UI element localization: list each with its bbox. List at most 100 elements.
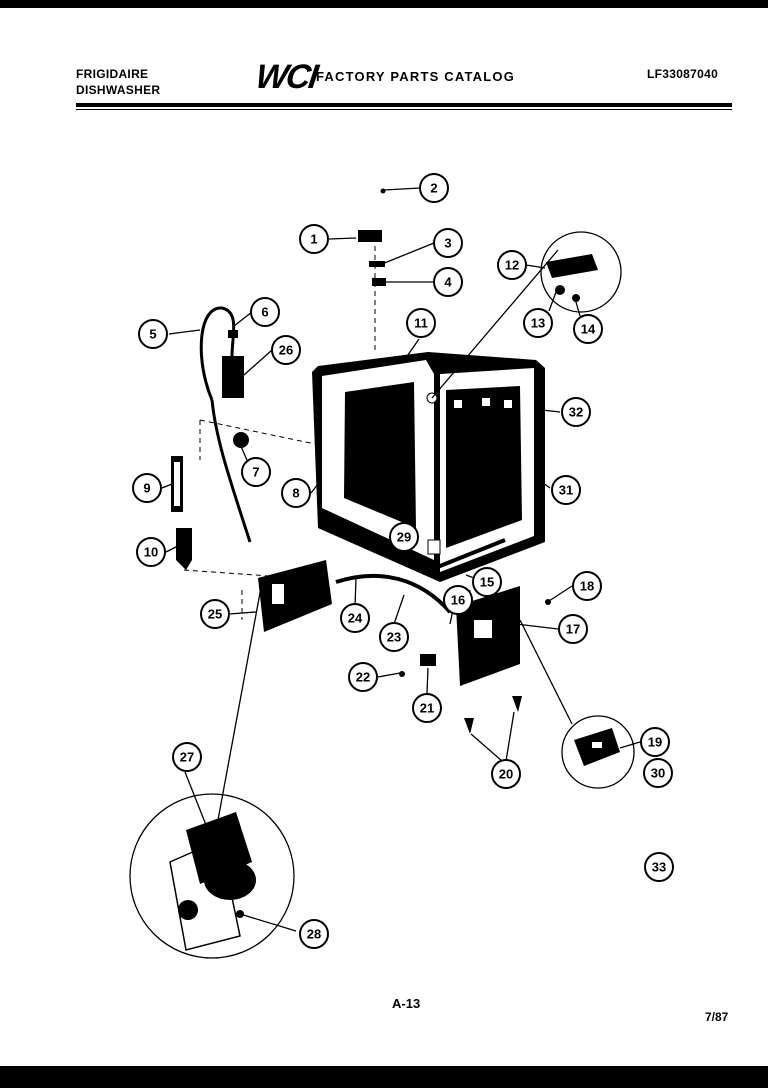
callout-number: 19 [648, 735, 662, 750]
callout-circle [561, 397, 591, 427]
callout-circle [340, 603, 370, 633]
callout-31: 31 [551, 475, 581, 505]
callout-circle [138, 319, 168, 349]
callout-number: 31 [559, 483, 573, 498]
callout-circle [433, 267, 463, 297]
callout-20: 20 [491, 759, 521, 789]
callout-number: 28 [307, 927, 321, 942]
callout-18: 18 [572, 571, 602, 601]
callout-circle [299, 224, 329, 254]
callout-15: 15 [472, 567, 502, 597]
callout-1: 1 [299, 224, 329, 254]
callout-10: 10 [136, 537, 166, 567]
page-number: A-13 [392, 996, 421, 1011]
callout-circle [497, 250, 527, 280]
tub-assembly [312, 352, 545, 582]
callout-number: 27 [180, 750, 194, 765]
callout-circle [558, 614, 588, 644]
top-border [0, 0, 768, 8]
callout-number: 14 [581, 322, 596, 337]
bottom-border [0, 1066, 768, 1088]
callout-7: 7 [241, 457, 271, 487]
callout-number: 23 [387, 630, 401, 645]
inlet-hose-assembly [171, 306, 252, 570]
callout-30: 30 [643, 758, 673, 788]
callout-21: 21 [412, 693, 442, 723]
callout-14: 14 [573, 314, 603, 344]
callout-number: 9 [143, 481, 150, 496]
callout-12: 12 [497, 250, 527, 280]
callout-number: 21 [420, 701, 434, 716]
callout-circle [250, 297, 280, 327]
callout-circle [172, 742, 202, 772]
callout-circle [241, 457, 271, 487]
callout-circle [132, 473, 162, 503]
callout-circle [299, 919, 329, 949]
callout-number: 18 [580, 579, 594, 594]
callout-4: 4 [433, 267, 463, 297]
callout-number: 29 [397, 530, 411, 545]
callout-16: 16 [443, 585, 473, 615]
callout-circle [551, 475, 581, 505]
callout-27: 27 [172, 742, 202, 772]
catalog-date: 7/87 [705, 1010, 729, 1024]
callout-number: 11 [414, 316, 428, 331]
callout-number: 17 [566, 622, 580, 637]
callout-11: 11 [406, 308, 436, 338]
callout-circle [573, 314, 603, 344]
callout-number: 26 [279, 343, 293, 358]
callout-6: 6 [250, 297, 280, 327]
brand-name: FRIGIDAIRE [76, 67, 149, 81]
callout-3: 3 [433, 228, 463, 258]
callout-number: 3 [444, 236, 451, 251]
callout-circle [281, 478, 311, 508]
detail-bracket-12-14 [431, 231, 622, 399]
callout-13: 13 [523, 308, 553, 338]
callout-number: 7 [252, 465, 259, 480]
callout-number: 30 [651, 766, 665, 781]
callout-number: 12 [505, 258, 519, 273]
callout-circle [443, 585, 473, 615]
callout-9: 9 [132, 473, 162, 503]
brand-block: FRIGIDAIRE DISHWASHER [76, 66, 160, 98]
header-rule-thick [76, 103, 732, 107]
callout-33: 33 [644, 852, 674, 882]
front-panels [258, 560, 551, 734]
callout-circle [379, 622, 409, 652]
callout-24: 24 [340, 603, 370, 633]
callout-circle [412, 693, 442, 723]
callout-number: 1 [310, 232, 317, 247]
callout-number: 16 [451, 593, 465, 608]
callout-number: 25 [208, 607, 222, 622]
header-rule-thin [76, 109, 732, 110]
callout-23: 23 [379, 622, 409, 652]
callout-number: 6 [261, 305, 268, 320]
callout-number: 15 [480, 575, 494, 590]
detail-switch-19-30 [519, 619, 635, 789]
model-code: LF33087040 [647, 67, 719, 81]
callout-number: 8 [292, 486, 299, 501]
top-hardware [358, 188, 386, 286]
callout-number: 5 [149, 327, 156, 342]
callout-number: 24 [348, 611, 363, 626]
callout-circle [389, 522, 419, 552]
callout-circle [523, 308, 553, 338]
callout-32: 32 [561, 397, 591, 427]
callout-28: 28 [299, 919, 329, 949]
callout-number: 10 [144, 545, 158, 560]
callout-number: 22 [356, 670, 370, 685]
callout-5: 5 [138, 319, 168, 349]
callout-circle [200, 599, 230, 629]
callout-number: 2 [430, 181, 437, 196]
callout-circle [640, 727, 670, 757]
callout-2: 2 [419, 173, 449, 203]
callout-circle [433, 228, 463, 258]
callout-circle [406, 308, 436, 338]
detail-valve-27-28 [129, 793, 295, 959]
callout-circle [348, 662, 378, 692]
callout-8: 8 [281, 478, 311, 508]
catalog-title: FACTORY PARTS CATALOG [316, 69, 516, 84]
callout-circle [491, 759, 521, 789]
